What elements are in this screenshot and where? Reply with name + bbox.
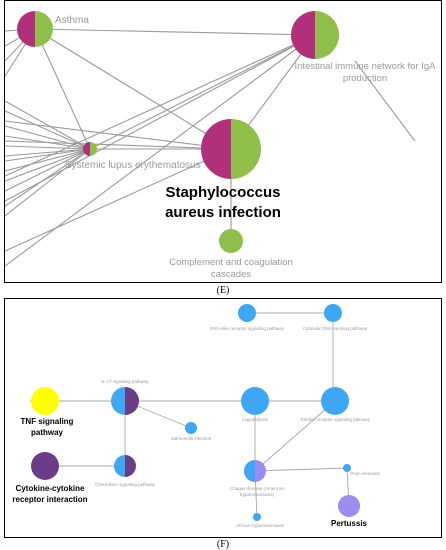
label-staph-2: aureus infection <box>165 204 281 221</box>
node-asthma[interactable] <box>17 11 53 47</box>
node-tnf[interactable] <box>31 387 59 415</box>
label-tnf-1: TNF signaling <box>21 417 74 426</box>
node-cytosolic[interactable] <box>324 304 342 322</box>
label-asthma: Asthma <box>55 15 89 26</box>
label-il17: IL-17 signaling pathway <box>101 379 149 384</box>
label-sle: Systemic lupus erythematosus <box>65 160 201 171</box>
node-cytokine[interactable] <box>31 452 59 480</box>
label-salmonella: Salmonella infection <box>171 436 212 441</box>
label-tnf-2: pathway <box>31 428 64 437</box>
label-legionellosis: Legionellosis <box>242 417 269 422</box>
label-complement-1: Complement and coagulation <box>169 257 293 268</box>
label-iga-2: production <box>343 73 387 84</box>
caption-e: (E) <box>216 285 230 296</box>
label-cytokine-2: receptor interaction <box>12 495 87 504</box>
network-graph-f: RIG-I-like receptor signaling pathway Cy… <box>12 304 381 528</box>
label-prion: Prion diseases <box>350 471 380 476</box>
label-cytokine-1: Cytokine-cytokine <box>16 484 85 493</box>
node-sle[interactable] <box>83 142 97 156</box>
label-toll: Toll-like receptor signaling pathway <box>300 417 371 422</box>
node-prion[interactable] <box>343 464 351 472</box>
network-panel-e: Asthma Intestinal immune network for IgA… <box>4 0 442 283</box>
node-african[interactable] <box>253 513 261 521</box>
node-il17[interactable] <box>111 387 139 415</box>
node-salmonella[interactable] <box>185 422 197 434</box>
node-chemokine[interactable] <box>114 455 136 477</box>
label-cytosolic: Cytosolic DNA-sensing pathway <box>303 326 368 331</box>
node-iga[interactable] <box>291 11 339 59</box>
node-rig[interactable] <box>238 304 256 322</box>
network-panel-f: RIG-I-like receptor signaling pathway Cy… <box>4 298 442 538</box>
label-chemokine: Chemokine signaling pathway <box>95 482 156 487</box>
node-pertussis[interactable] <box>338 495 360 517</box>
label-chagas-1: Chagas disease (American <box>230 486 285 491</box>
label-iga-1: Intestinal immune network for IgA <box>295 61 437 72</box>
label-chagas-2: trypanosomiasis) <box>240 492 275 497</box>
node-chagas[interactable] <box>244 460 266 482</box>
node-legionellosis[interactable] <box>241 387 269 415</box>
node-staph[interactable] <box>201 119 261 179</box>
label-staph-1: Staphylococcus <box>165 184 280 201</box>
edges-e <box>5 28 416 267</box>
caption-f: (F) <box>216 539 230 550</box>
label-african: African trypanosomiasis <box>236 523 285 528</box>
network-graph-e: Asthma Intestinal immune network for IgA… <box>5 11 437 280</box>
node-complement[interactable] <box>219 229 243 253</box>
label-rig: RIG-I-like receptor signaling pathway <box>210 326 285 331</box>
node-toll[interactable] <box>321 387 349 415</box>
label-complement-2: cascades <box>211 269 251 280</box>
label-pertussis: Pertussis <box>331 519 368 528</box>
